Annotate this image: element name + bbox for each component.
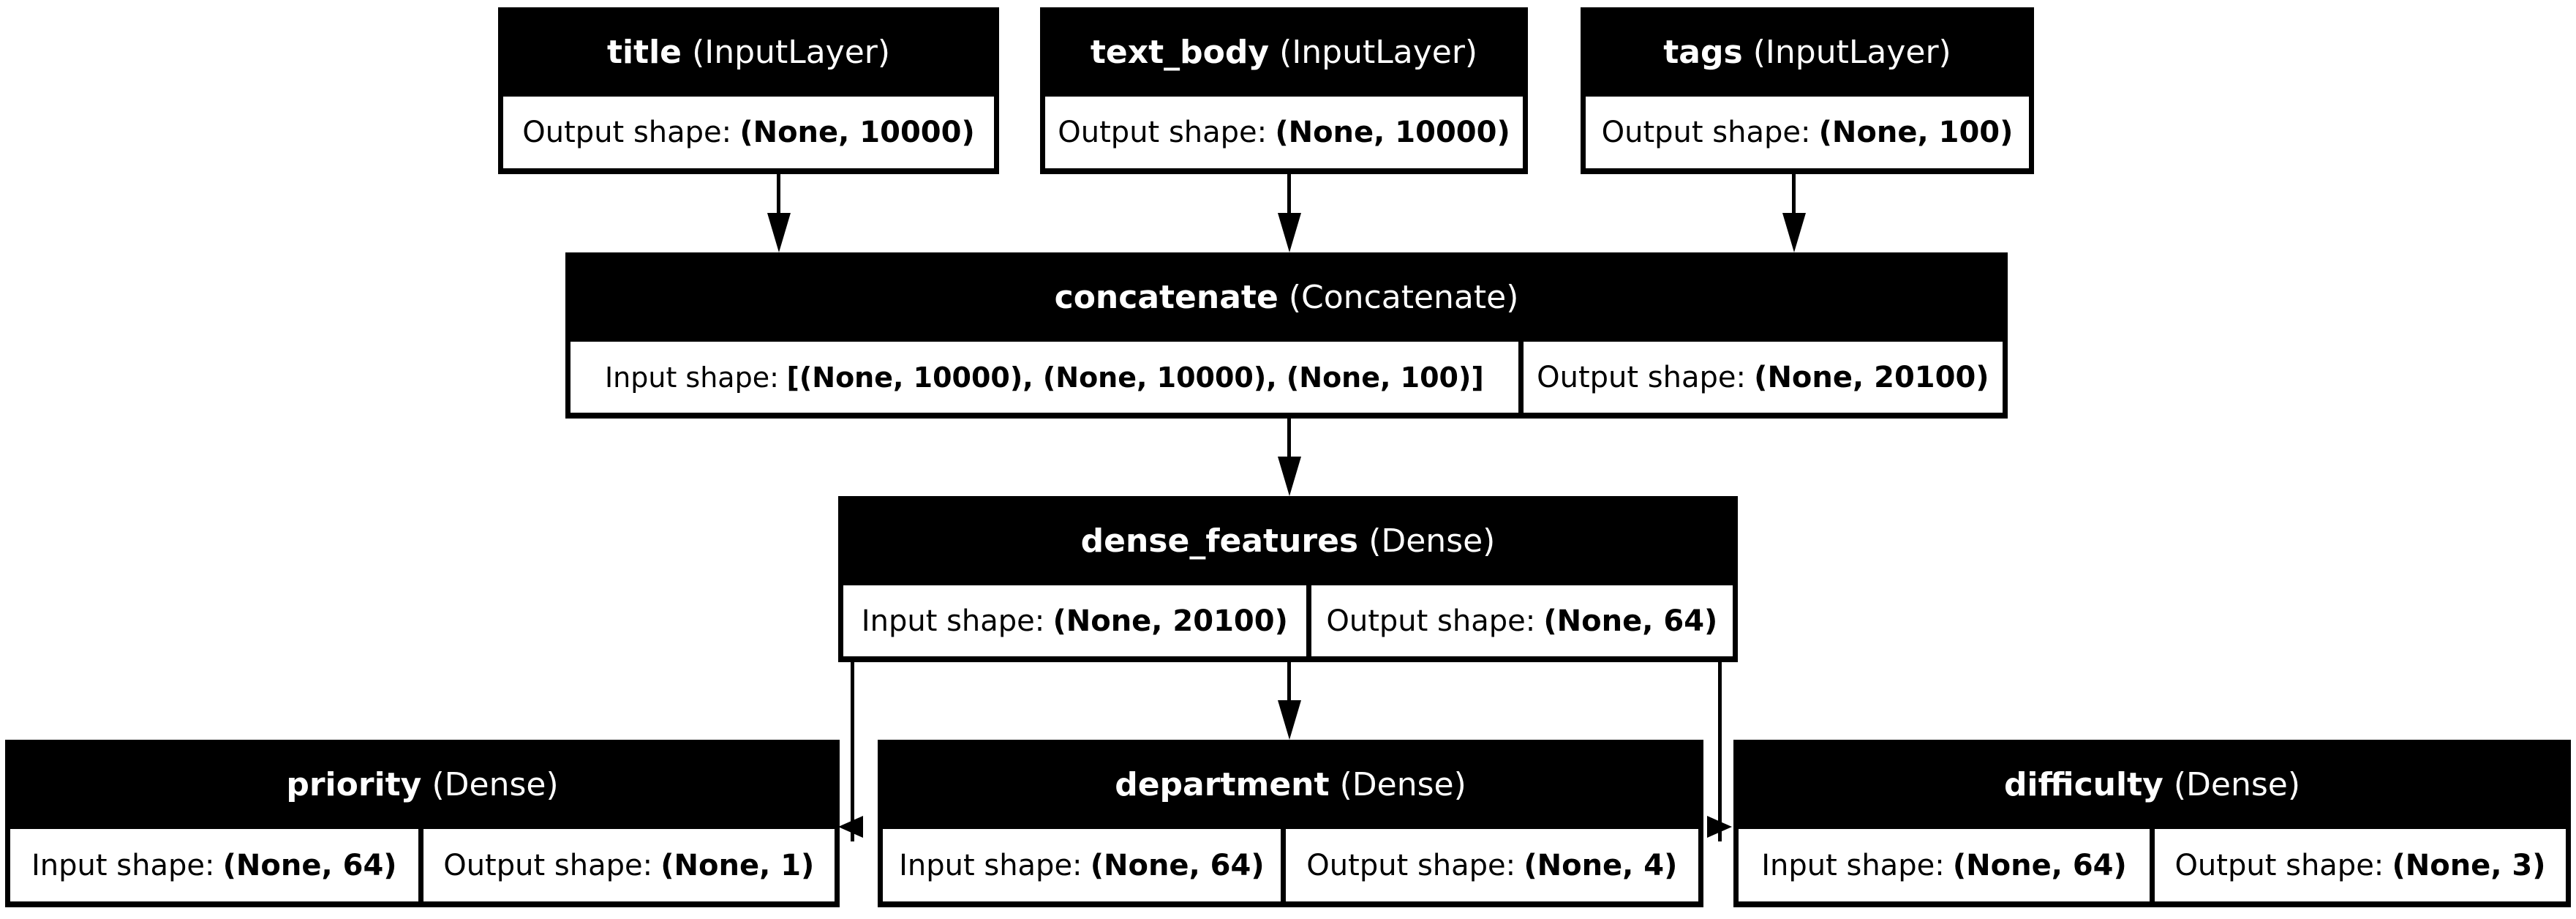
input-shape-cell: Input shape: (None, 64) bbox=[1739, 829, 2150, 901]
shape-value: (None, 20100) bbox=[1052, 604, 1288, 638]
edge-title-to-concatenate-line bbox=[777, 174, 780, 217]
layer-shape-row: Input shape: [(None, 10000), (None, 1000… bbox=[570, 342, 2003, 413]
shape-label: Output shape: bbox=[2174, 848, 2384, 882]
shape-value: (None, 64) bbox=[1543, 604, 1718, 638]
shape-value: [(None, 10000), (None, 10000), (None, 10… bbox=[786, 361, 1484, 394]
layer-node-tags: tags (InputLayer) Output shape: (None, 1… bbox=[1581, 7, 2034, 174]
layer-node-dense-features: dense_features (Dense) Input shape: (Non… bbox=[838, 496, 1738, 662]
edge-dense-features-to-difficulty-line bbox=[1718, 662, 1722, 841]
output-shape-cell: Output shape: (None, 64) bbox=[1311, 585, 1733, 656]
layer-shape-row: Output shape: (None, 10000) bbox=[503, 97, 994, 168]
shape-value: (None, 3) bbox=[2392, 848, 2546, 882]
shape-label: Input shape: bbox=[31, 848, 215, 882]
arrowhead-down-icon bbox=[1278, 457, 1301, 496]
input-shape-cell: Input shape: (None, 64) bbox=[883, 829, 1281, 901]
layer-header: priority (Dense) bbox=[5, 740, 840, 829]
layer-header: tags (InputLayer) bbox=[1581, 7, 2034, 97]
shape-value: (None, 100) bbox=[1818, 116, 2014, 149]
layer-type: (Concatenate) bbox=[1288, 278, 1519, 316]
shape-value: (None, 10000) bbox=[739, 116, 975, 149]
arrowhead-down-icon bbox=[1278, 700, 1301, 740]
layer-header: concatenate (Concatenate) bbox=[565, 252, 2008, 342]
layer-shape-row: Input shape: (None, 20100) Output shape:… bbox=[843, 585, 1733, 656]
layer-name: concatenate bbox=[1054, 278, 1278, 316]
arrowhead-down-icon bbox=[767, 213, 791, 252]
arrowhead-down-icon bbox=[1782, 213, 1806, 252]
layer-node-concatenate: concatenate (Concatenate) Input shape: [… bbox=[565, 252, 2008, 419]
layer-shape-row: Input shape: (None, 64) Output shape: (N… bbox=[1739, 829, 2566, 901]
arrowhead-down-icon bbox=[1278, 213, 1301, 252]
output-shape-cell: Output shape: (None, 4) bbox=[1285, 829, 1699, 901]
layer-node-title: title (InputLayer) Output shape: (None, … bbox=[498, 7, 999, 174]
layer-name: difficulty bbox=[2003, 765, 2163, 803]
shape-label: Input shape: bbox=[899, 848, 1082, 882]
layer-node-text-body: text_body (InputLayer) Output shape: (No… bbox=[1040, 7, 1528, 174]
output-shape-cell: Output shape: (None, 3) bbox=[2155, 829, 2566, 901]
edge-dense-features-to-department-line bbox=[1287, 662, 1291, 705]
layer-name: priority bbox=[286, 765, 422, 803]
edge-concatenate-to-dense-features-line bbox=[1287, 419, 1291, 461]
shape-value: (None, 4) bbox=[1524, 848, 1678, 882]
input-shape-cell: Input shape: [(None, 10000), (None, 1000… bbox=[570, 342, 1518, 413]
layer-header: department (Dense) bbox=[878, 740, 1703, 829]
shape-label: Output shape: bbox=[1537, 360, 1746, 394]
input-shape-cell: Input shape: (None, 20100) bbox=[843, 585, 1306, 656]
layer-type: (InputLayer) bbox=[1279, 33, 1478, 71]
edge-tags-to-concatenate-line bbox=[1792, 174, 1796, 217]
layer-name: dense_features bbox=[1080, 522, 1359, 560]
shape-label: Output shape: bbox=[443, 848, 653, 882]
layer-node-department: department (Dense) Input shape: (None, 6… bbox=[878, 740, 1703, 907]
arrowhead-left-icon bbox=[838, 816, 863, 838]
output-shape-cell: Output shape: (None, 100) bbox=[1586, 97, 2029, 168]
layer-type: (Dense) bbox=[2173, 765, 2301, 803]
layer-node-difficulty: difficulty (Dense) Input shape: (None, 6… bbox=[1733, 740, 2571, 907]
shape-value: (None, 64) bbox=[1952, 848, 2127, 882]
layer-header: title (InputLayer) bbox=[498, 7, 999, 97]
shape-label: Output shape: bbox=[522, 116, 732, 149]
output-shape-cell: Output shape: (None, 1) bbox=[423, 829, 835, 901]
layer-type: (InputLayer) bbox=[692, 33, 891, 71]
shape-value: (None, 64) bbox=[222, 848, 397, 882]
shape-label: Output shape: bbox=[1601, 116, 1811, 149]
shape-label: Input shape: bbox=[861, 604, 1045, 638]
layer-header: text_body (InputLayer) bbox=[1040, 7, 1528, 97]
layer-type: (Dense) bbox=[1368, 522, 1496, 560]
shape-label: Output shape: bbox=[1306, 848, 1516, 882]
layer-shape-row: Input shape: (None, 64) Output shape: (N… bbox=[883, 829, 1699, 901]
output-shape-cell: Output shape: (None, 10000) bbox=[503, 97, 994, 168]
shape-label: Output shape: bbox=[1326, 604, 1536, 638]
layer-type: (Dense) bbox=[432, 765, 559, 803]
layer-node-priority: priority (Dense) Input shape: (None, 64)… bbox=[5, 740, 840, 907]
shape-value: (None, 64) bbox=[1090, 848, 1265, 882]
arrowhead-right-icon bbox=[1707, 816, 1732, 838]
layer-shape-row: Input shape: (None, 64) Output shape: (N… bbox=[10, 829, 835, 901]
layer-name: title bbox=[606, 33, 682, 71]
shape-value: (None, 10000) bbox=[1275, 116, 1510, 149]
layer-name: tags bbox=[1663, 33, 1743, 71]
shape-label: Input shape: bbox=[604, 361, 779, 394]
layer-shape-row: Output shape: (None, 10000) bbox=[1045, 97, 1523, 168]
layer-name: department bbox=[1115, 765, 1330, 803]
layer-name: text_body bbox=[1090, 33, 1270, 71]
layer-header: difficulty (Dense) bbox=[1733, 740, 2571, 829]
edge-dense-features-to-priority-line bbox=[851, 662, 854, 841]
shape-value: (None, 1) bbox=[660, 848, 815, 882]
input-shape-cell: Input shape: (None, 64) bbox=[10, 829, 418, 901]
shape-label: Input shape: bbox=[1761, 848, 1945, 882]
layer-header: dense_features (Dense) bbox=[838, 496, 1738, 585]
shape-label: Output shape: bbox=[1058, 116, 1268, 149]
layer-shape-row: Output shape: (None, 100) bbox=[1586, 97, 2029, 168]
layer-type: (InputLayer) bbox=[1752, 33, 1951, 71]
shape-value: (None, 20100) bbox=[1754, 360, 1989, 394]
output-shape-cell: Output shape: (None, 20100) bbox=[1523, 342, 2003, 413]
output-shape-cell: Output shape: (None, 10000) bbox=[1045, 97, 1523, 168]
edge-text-body-to-concatenate-line bbox=[1287, 174, 1291, 217]
layer-type: (Dense) bbox=[1339, 765, 1466, 803]
